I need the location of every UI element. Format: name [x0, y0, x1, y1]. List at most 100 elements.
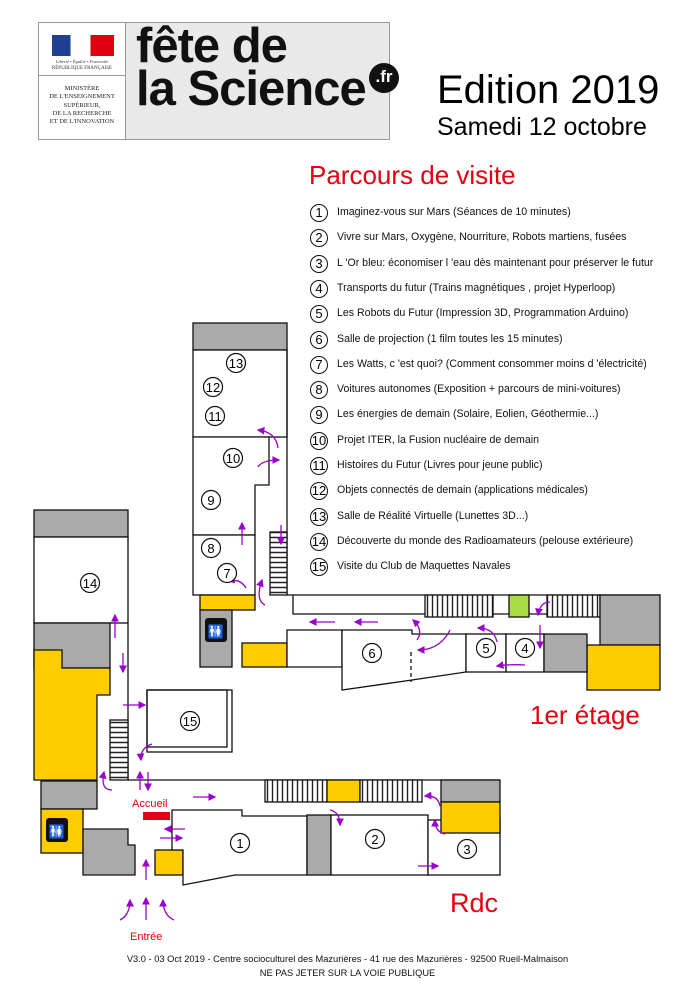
room-number: 8	[207, 541, 214, 556]
event-date: Samedi 12 octobre	[437, 113, 647, 141]
room-number-circle	[200, 489, 222, 511]
reception-desk	[143, 812, 170, 820]
marianne-flag-icon	[52, 35, 114, 56]
room-number: 2	[371, 832, 378, 847]
room-6	[341, 629, 467, 691]
staircase	[546, 594, 601, 618]
room-number-circle	[225, 352, 247, 374]
legend-item: Les énergies de demain (Solaire, Eolien,…	[337, 408, 599, 421]
room-number-circle	[200, 537, 222, 559]
legend-number-badge: 6	[310, 330, 328, 349]
service-area	[192, 322, 288, 351]
legend-number-badge: 3	[310, 254, 328, 273]
legend-number-badge: 5	[310, 305, 328, 324]
room-number: 9	[207, 493, 214, 508]
yellow-area	[33, 649, 111, 781]
fete-de-la-science-logo: Liberté • Égalité • Fraternité RÉPUBLIQU…	[38, 19, 399, 140]
room-number-circle	[514, 637, 536, 659]
room-number-circle	[216, 562, 238, 584]
room-number: 7	[223, 566, 230, 581]
toilets-icon: 🚻	[205, 618, 227, 642]
legend-number-badge: 14	[310, 532, 328, 551]
legend-number-badge: 4	[310, 279, 328, 298]
room-number-circle	[229, 832, 251, 854]
svg-text:🚻: 🚻	[49, 824, 65, 839]
brand-text: fête de la Science	[136, 19, 367, 116]
service-area	[599, 594, 661, 646]
legend-item: Vivre sur Mars, Oxygène, Nourriture, Rob…	[337, 231, 627, 244]
legend-number-badge: 10	[310, 431, 328, 450]
legend-item: Les Robots du Futur (Impression 3D, Prog…	[337, 307, 629, 320]
svg-text:🚻: 🚻	[208, 624, 224, 639]
yellow-area	[586, 644, 661, 691]
ground-floor	[33, 509, 501, 886]
yellow-area	[154, 849, 184, 876]
yellow-area	[326, 779, 361, 803]
service-area	[33, 509, 129, 538]
legend-number-badge: 11	[310, 457, 328, 475]
ministry-name: MINISTÈRE DE L'ENSEIGNEMENT SUPÉRIEUR, D…	[49, 85, 115, 126]
room-number-circle	[361, 642, 383, 664]
service-area	[440, 779, 501, 803]
room-number: 11	[208, 409, 222, 424]
yellow-area	[440, 801, 501, 834]
staircase	[424, 594, 494, 618]
room-number: 13	[229, 356, 243, 371]
staircase	[264, 779, 328, 803]
room-number-circle	[204, 405, 226, 427]
legend-number-badge: 1	[310, 204, 328, 222]
footer-address: V3.0 - 03 Oct 2019 - Centre socioculture…	[126, 954, 569, 964]
floor-label-upper: 1er étage	[530, 700, 640, 730]
room-number: 14	[83, 576, 97, 591]
legend-item: Salle de projection (1 film toutes les 1…	[337, 332, 563, 345]
legend-item: Imaginez-vous sur Mars (Séances de 10 mi…	[337, 206, 571, 218]
toilets-icon: 🚻	[46, 818, 68, 842]
edition-title: Edition 2019	[437, 68, 660, 112]
service-area	[82, 828, 136, 876]
room-number: 15	[183, 714, 197, 729]
legend-item: Visite du Club de Maquettes Navales	[337, 560, 511, 573]
floor-label-ground: Rdc	[450, 888, 499, 918]
yellow-area	[199, 594, 256, 611]
reception-label: Accueil	[132, 798, 167, 810]
green-area	[508, 594, 530, 618]
room-number-circle	[364, 828, 386, 850]
room-number-circle	[179, 710, 201, 732]
staircase	[359, 779, 423, 803]
government-logo: Liberté • Égalité • Fraternité RÉPUBLIQU…	[39, 23, 126, 139]
legend-item: Transports du futur (Trains magnétiques …	[337, 281, 616, 294]
room-number-labels: 13 12 11 10 9 8 7 6 5 4 14 15 1 2 3	[79, 352, 536, 860]
legend-item: Découverte du monde des Radioamateurs (p…	[337, 534, 634, 547]
room-number-circle	[222, 447, 244, 469]
upper-floor	[192, 322, 661, 691]
room	[286, 629, 343, 668]
gov-name: RÉPUBLIQUE FRANÇAISE	[51, 66, 113, 71]
legend-item: Salle de Réalité Virtuelle (Lunettes 3D.…	[337, 509, 529, 522]
room-number: 4	[521, 641, 528, 656]
staircase	[109, 719, 129, 781]
legend-item: Objets connectés de demain (applications…	[337, 484, 588, 497]
entrance-label: Entrée	[130, 931, 162, 943]
legend-number-badge: 9	[310, 406, 328, 425]
legend-number-badge: 2	[310, 229, 328, 248]
yellow-area	[241, 642, 288, 668]
room-number: 6	[368, 646, 375, 661]
room-number-circle	[475, 637, 497, 659]
room-number: 10	[226, 451, 240, 466]
legend-number-badge: 8	[310, 381, 328, 400]
legend-number-badge: 12	[310, 482, 328, 501]
service-area	[40, 780, 98, 810]
legend-title: Parcours de visite	[309, 160, 516, 190]
legend-number-badge: 7	[310, 355, 328, 374]
service-area	[33, 622, 111, 669]
legend-item: Voitures autonomes (Exposition + parcour…	[337, 383, 621, 396]
staircase	[269, 531, 288, 596]
room-number: 1	[236, 836, 243, 851]
legend-item: Les Watts, c 'est quoi? (Comment consomm…	[337, 357, 647, 370]
room-number-circle	[456, 838, 478, 860]
legend-number-badge: 13	[310, 507, 328, 526]
brand-tld: .fr	[369, 63, 399, 93]
legend-number-badge: 15	[310, 558, 328, 577]
gov-motto: Liberté • Égalité • Fraternité	[55, 59, 109, 64]
